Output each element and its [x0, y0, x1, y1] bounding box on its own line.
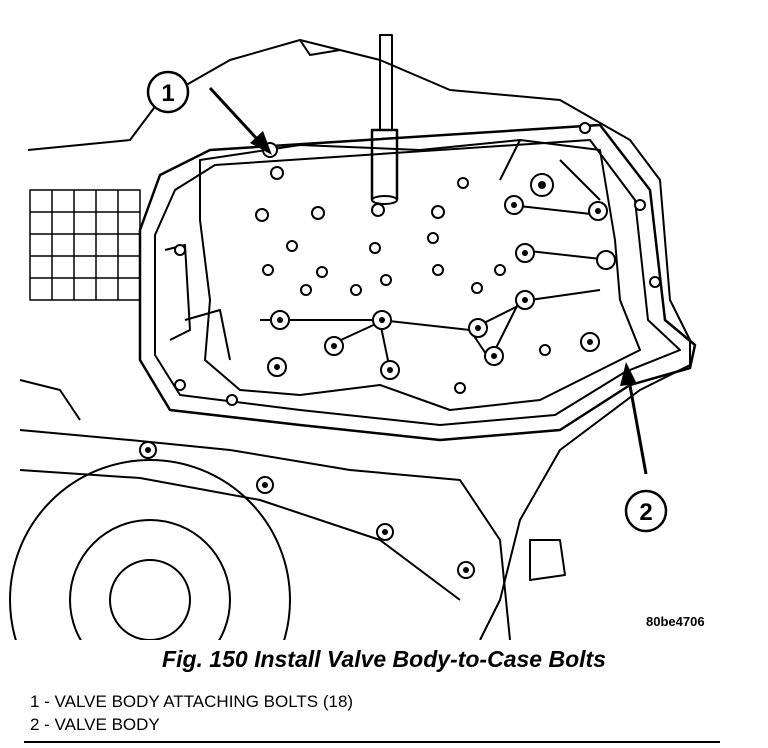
callout-2-number: 2 [639, 499, 652, 526]
legend-item: 2 - VALVE BODY [30, 715, 160, 734]
legend: 1 - VALVE BODY ATTACHING BOLTS (18) 2 - … [30, 690, 353, 736]
callout-2-circle [624, 489, 668, 533]
legend-item: 1 - VALVE BODY ATTACHING BOLTS (18) [30, 692, 354, 711]
bottom-rule [24, 741, 720, 743]
callout-1-arrowhead [250, 131, 272, 155]
callout-1-leader [208, 86, 260, 142]
callout-2-arrowhead [620, 362, 637, 386]
figure-caption: Fig. 150 Install Valve Body-to-Case Bolt… [162, 646, 606, 672]
callout-1-number: 1 [161, 80, 174, 107]
image-id: 80be4706 [646, 614, 705, 629]
callout-2-leader [627, 379, 648, 475]
callout-1: 1 [146, 70, 272, 155]
callout-1-circle [146, 70, 190, 114]
callout-2: 2 [620, 362, 668, 533]
valve-body-illustration: 1 2 [9, 34, 697, 640]
